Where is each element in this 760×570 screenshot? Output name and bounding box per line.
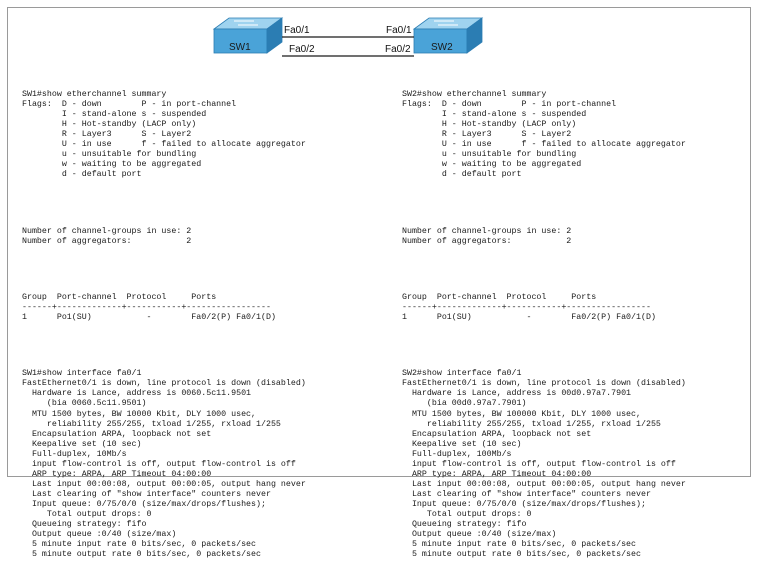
cli-line: Number of aggregators: 2 — [22, 236, 192, 246]
cli-line: (bia 00d0.97a7.7901) — [402, 399, 527, 409]
cli-line: H - Hot-standby (LACP only) — [22, 120, 197, 130]
cli-line: U - in use f - failed to allocate aggreg… — [22, 140, 306, 150]
cli-line: reliability 255/255, txload 1/255, rxloa… — [402, 419, 661, 429]
sw2-port-fa0-2: Fa0/2 — [385, 44, 411, 55]
sw2-label: SW2 — [431, 42, 453, 53]
cli-line: 1 Po1(SU) - Fa0/2(P) Fa0/1(D) — [22, 313, 276, 323]
cli-line: R - Layer3 S - Layer2 — [402, 130, 572, 140]
cli-line: Last clearing of "show interface" counte… — [22, 489, 271, 499]
cli-line: 5 minute input rate 0 bits/sec, 0 packet… — [22, 540, 257, 550]
switch-arrows-icon — [234, 20, 258, 26]
cli-line: input flow-control is off, output flow-c… — [22, 459, 296, 469]
cli-line: Flags: D - down P - in port-channel — [402, 100, 617, 110]
cli-line: Output queue :0/40 (size/max) — [402, 530, 557, 540]
cli-line: Group Port-channel Protocol Ports — [22, 292, 217, 302]
cli-line: d - default port — [22, 170, 142, 180]
cli-line: Full-duplex, 10Mb/s — [22, 449, 127, 459]
sw1-port-fa0-1: Fa0/1 — [284, 25, 310, 36]
cli-line: Keepalive set (10 sec) — [402, 439, 522, 449]
cli-line: Output queue :0/40 (size/max) — [22, 530, 177, 540]
sw2-port-fa0-1: Fa0/1 — [386, 25, 412, 36]
cli-line: u - unsuitable for bundling — [402, 150, 577, 160]
cli-line: H - Hot-standby (LACP only) — [402, 120, 577, 130]
figure-frame — [7, 7, 751, 477]
cli-line: (bia 0060.5c11.9501) — [22, 399, 147, 409]
cli-line: SW1#show interface fa0/1 — [22, 369, 142, 379]
cli-line: Input queue: 0/75/0/0 (size/max/drops/fl… — [22, 499, 266, 509]
switch-arrows-icon — [434, 20, 458, 26]
cli-line: Last input 00:00:08, output 00:00:05, ou… — [22, 479, 306, 489]
cli-line: Total output drops: 0 — [22, 509, 152, 519]
cli-line: Last input 00:00:08, output 00:00:05, ou… — [402, 479, 686, 489]
cli-line: Hardware is Lance, address is 0060.5c11.… — [22, 389, 252, 399]
cli-line: Queueing strategy: fifo — [402, 520, 527, 530]
cli-line: MTU 1500 bytes, BW 10000 Kbit, DLY 1000 … — [22, 409, 257, 419]
cli-line: FastEthernet0/1 is down, line protocol i… — [402, 379, 686, 389]
cli-line: SW2#show interface fa0/1 — [402, 369, 522, 379]
switch-sw1: SW1 — [212, 17, 284, 54]
cli-line: SW2#show etherchannel summary — [402, 90, 547, 100]
sw1-port-fa0-2: Fa0/2 — [289, 44, 315, 55]
cli-line: ------+-------------+-----------+-------… — [22, 303, 271, 313]
cli-line: I - stand-alone s - suspended — [402, 110, 587, 120]
cli-line: Number of channel-groups in use: 2 — [22, 226, 192, 236]
cli-line: Keepalive set (10 sec) — [22, 439, 142, 449]
cli-line: Total output drops: 0 — [402, 509, 532, 519]
cli-line: 1 Po1(SU) - Fa0/2(P) Fa0/1(D) — [402, 313, 656, 323]
cli-line: input flow-control is off, output flow-c… — [402, 459, 676, 469]
cli-line: MTU 1500 bytes, BW 100000 Kbit, DLY 1000… — [402, 409, 641, 419]
cli-line: d - default port — [402, 170, 522, 180]
cli-line: Input queue: 0/75/0/0 (size/max/drops/fl… — [402, 499, 646, 509]
cli-line: Number of channel-groups in use: 2 — [402, 226, 572, 236]
cli-line: w - waiting to be aggregated — [402, 160, 582, 170]
sw1-label: SW1 — [229, 42, 251, 53]
cli-line: Hardware is Lance, address is 00d0.97a7.… — [402, 389, 632, 399]
cli-line: 5 minute input rate 0 bits/sec, 0 packet… — [402, 540, 637, 550]
cli-line: FastEthernet0/1 is down, line protocol i… — [22, 379, 306, 389]
cli-line: I - stand-alone s - suspended — [22, 110, 207, 120]
cli-line: Flags: D - down P - in port-channel — [22, 100, 237, 110]
cli-line: Full-duplex, 100Mb/s — [402, 449, 512, 459]
cli-line: Encapsulation ARPA, loopback not set — [22, 429, 212, 439]
cli-line: 5 minute output rate 0 bits/sec, 0 packe… — [22, 550, 261, 560]
cli-line: Queueing strategy: fifo — [22, 520, 147, 530]
topology-diagram: SW1 SW2 Fa0/1 Fa0/1 Fa0/2 Fa0/2 — [212, 17, 484, 57]
switch-sw2: SW2 — [412, 17, 484, 54]
cli-line: 5 minute output rate 0 bits/sec, 0 packe… — [402, 550, 641, 560]
sw2-port-channel-table: Group Port-channel Protocol Ports------+… — [402, 293, 686, 323]
cli-line: w - waiting to be aggregated — [22, 160, 202, 170]
cli-line: Last clearing of "show interface" counte… — [402, 489, 651, 499]
cli-line: ------+-------------+-----------+-------… — [402, 303, 651, 313]
cli-line: ARP type: ARPA, ARP Timeout 04:00:00 — [402, 469, 592, 479]
cli-line: Group Port-channel Protocol Ports — [402, 292, 597, 302]
cli-line: reliability 255/255, txload 1/255, rxloa… — [22, 419, 281, 429]
sw1-port-channel-table: Group Port-channel Protocol Ports------+… — [22, 293, 306, 323]
cli-line: SW1#show etherchannel summary — [22, 90, 167, 100]
cli-line: ARP type: ARPA, ARP Timeout 04:00:00 — [22, 469, 212, 479]
cli-line: Encapsulation ARPA, loopback not set — [402, 429, 592, 439]
cli-line: R - Layer3 S - Layer2 — [22, 130, 192, 140]
cli-line: u - unsuitable for bundling — [22, 150, 197, 160]
cli-line: U - in use f - failed to allocate aggreg… — [402, 140, 686, 150]
cli-line: Number of aggregators: 2 — [402, 236, 572, 246]
